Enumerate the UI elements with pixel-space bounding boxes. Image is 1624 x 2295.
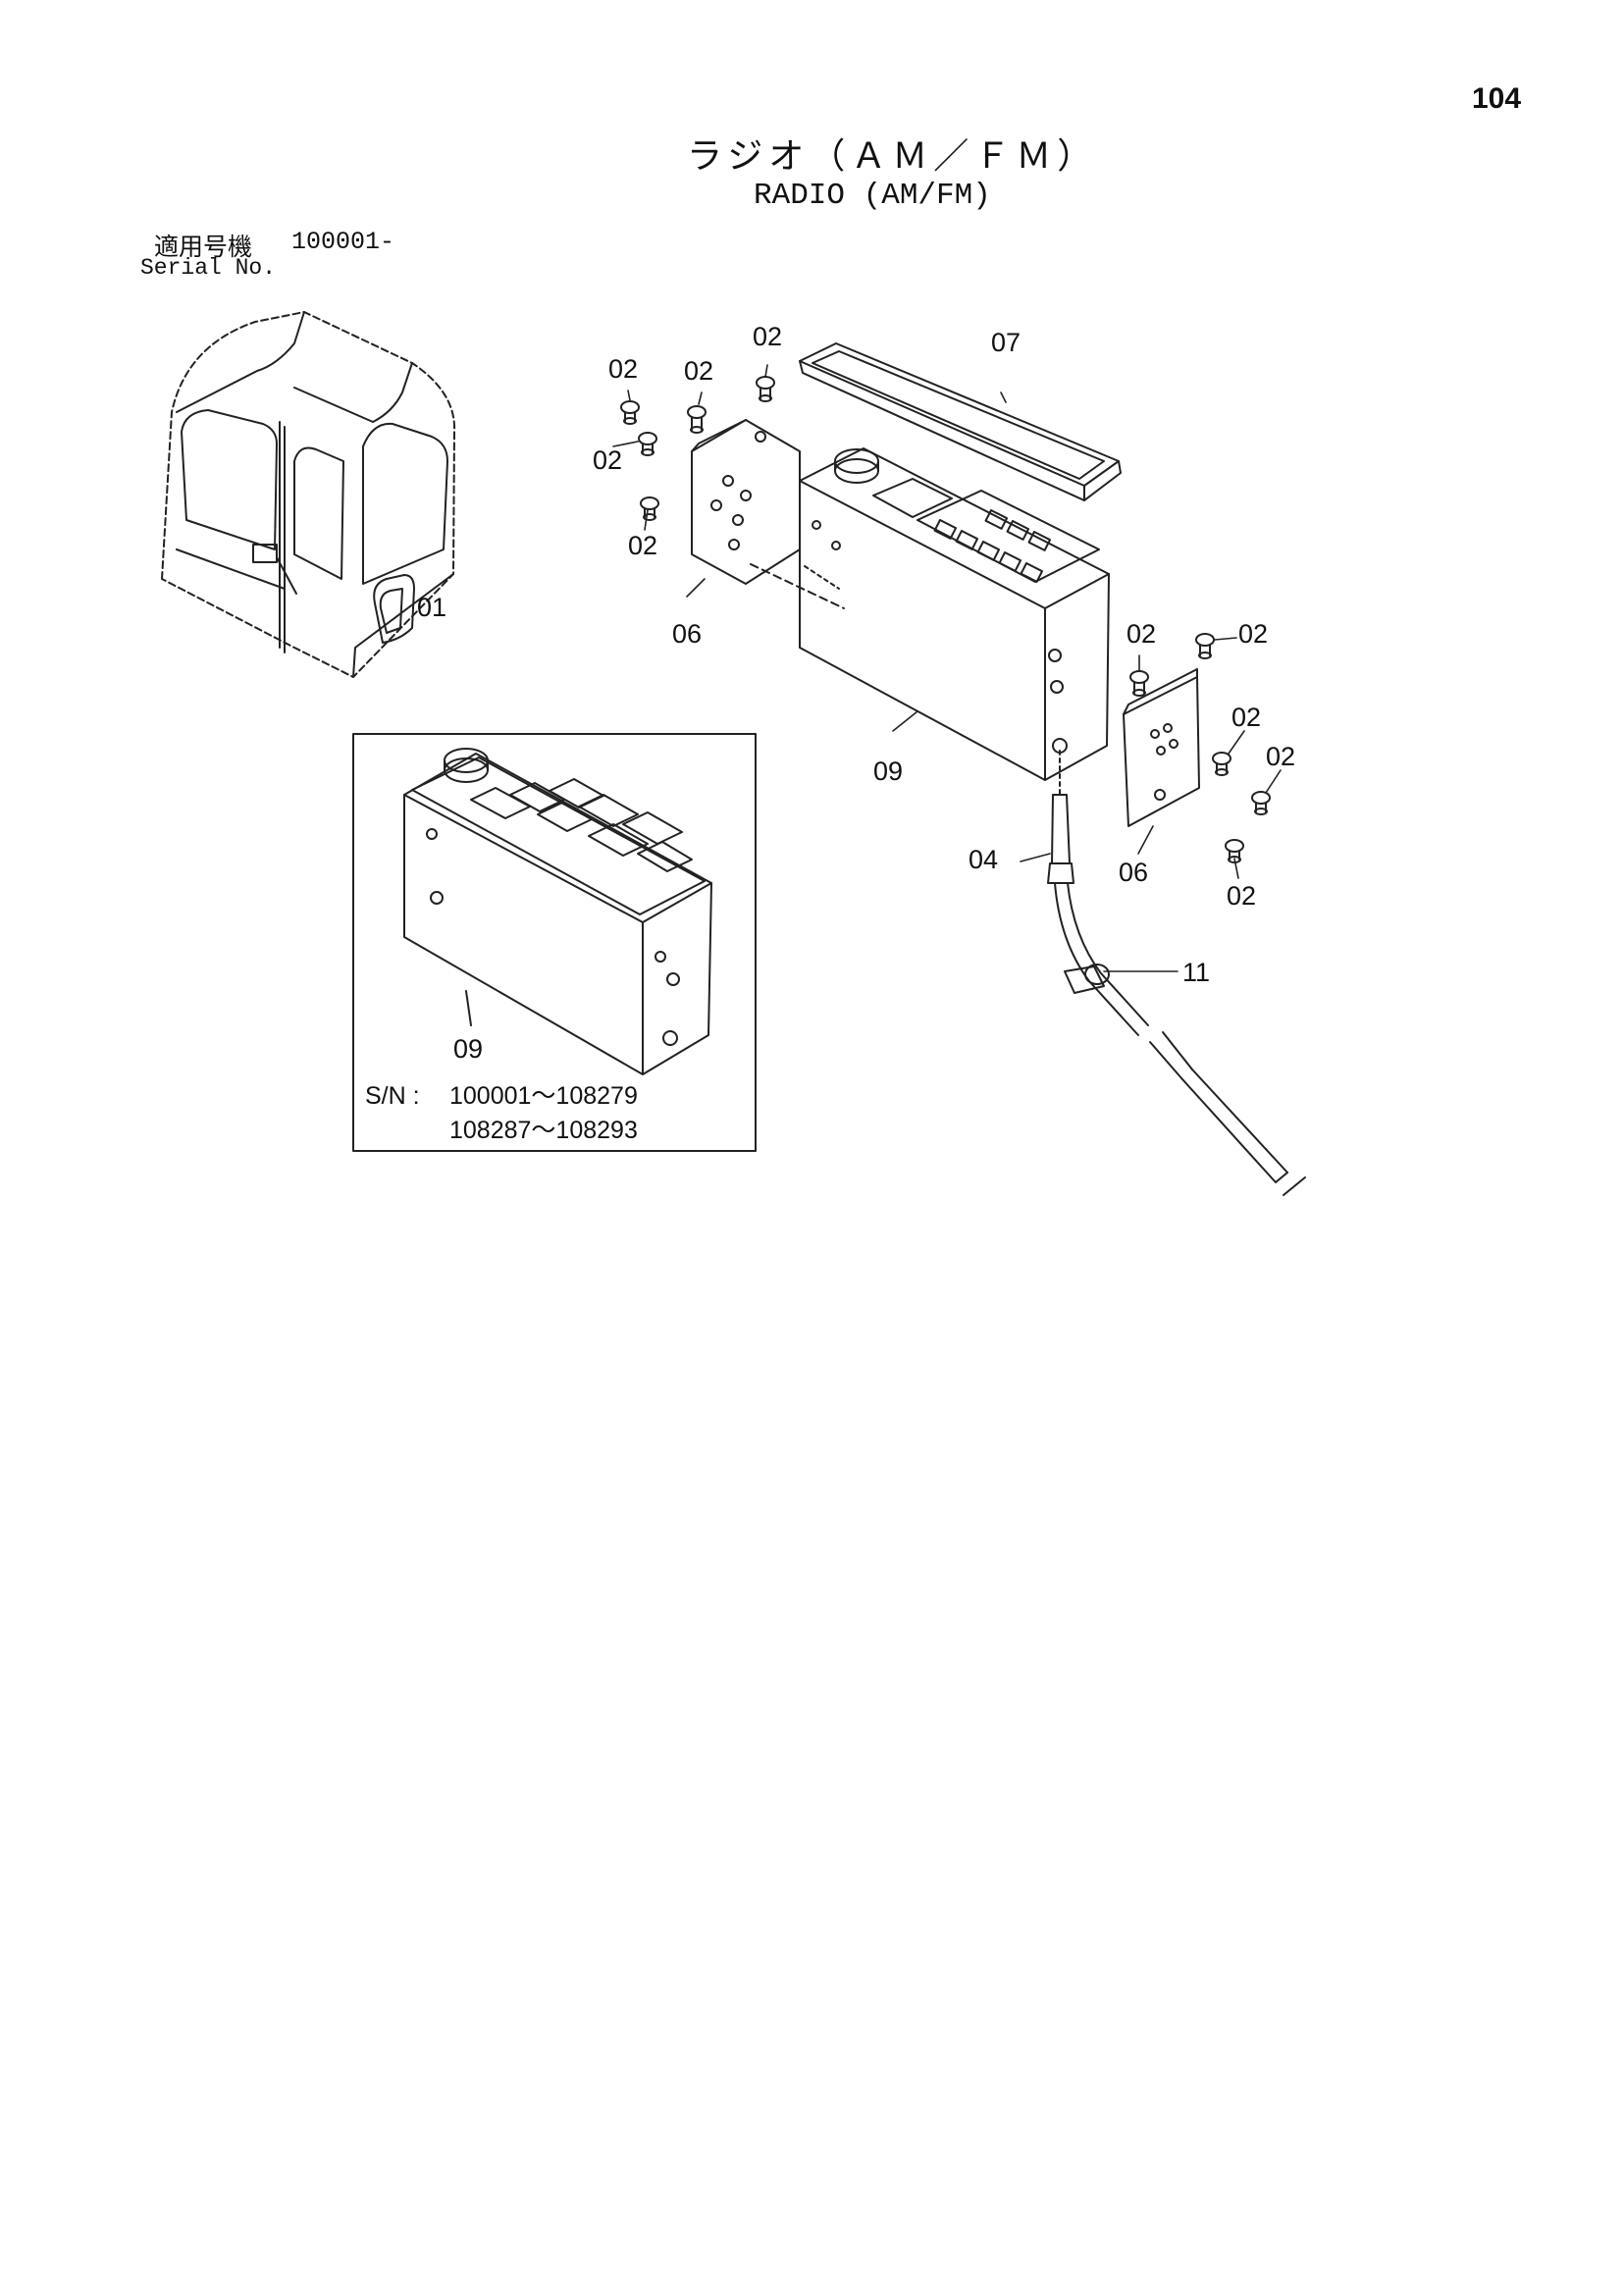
- label-02: 02: [1238, 619, 1268, 649]
- cab-illustration: 01: [161, 311, 456, 678]
- page-title-english: RADIO (AM/FM): [754, 179, 991, 213]
- part-06-bracket-left: [691, 419, 845, 609]
- label-02: 02: [684, 356, 713, 386]
- part-02-screws: [620, 376, 1271, 863]
- serial-number-value: 100001-: [291, 228, 395, 256]
- label-02: 02: [1227, 881, 1256, 911]
- inset-earlier-radio: 09 S/N : 100001～108279 108287～108293: [352, 733, 757, 1152]
- label-04: 04: [969, 845, 998, 874]
- part-labels: 02 02 02 02 02 07 06 09 02 02 02 02 02 0…: [593, 322, 1295, 987]
- label-11: 11: [1182, 958, 1210, 987]
- label-09: 09: [873, 756, 903, 786]
- label-06: 06: [1119, 858, 1148, 887]
- label-07: 07: [991, 328, 1021, 357]
- part-04-antenna-connector: [1047, 750, 1306, 1196]
- label-02: 02: [1266, 742, 1295, 771]
- serial-label-japanese: 適用号機: [154, 233, 253, 261]
- cab-marking: 01: [417, 593, 446, 622]
- label-06: 06: [672, 619, 702, 649]
- leader-lines: [612, 364, 1282, 972]
- page-number: 104: [1472, 82, 1522, 115]
- label-02: 02: [593, 445, 622, 475]
- part-09-radio-unit: [799, 447, 1110, 781]
- inset-sn-prefix: S/N :: [365, 1082, 420, 1110]
- radio-buttons: [933, 509, 1052, 583]
- label-02: 02: [1231, 703, 1261, 732]
- label-02: 02: [608, 354, 638, 384]
- label-02: 02: [1126, 619, 1156, 649]
- part-07-cover-tray: [799, 342, 1122, 501]
- inset-sn-range-1: 100001～108279: [449, 1082, 638, 1110]
- page-title-japanese: ラジオ（ＡＭ／ＦＭ）: [687, 136, 1099, 177]
- label-02: 02: [628, 531, 657, 560]
- inset-sn-range-2: 108287～108293: [449, 1117, 638, 1144]
- serial-label-english: Serial No.: [140, 255, 277, 281]
- part-06-bracket-right: [1123, 668, 1200, 827]
- part-11-cable-clamp: [1064, 964, 1110, 994]
- inset-label-09: 09: [453, 1034, 483, 1064]
- label-02: 02: [753, 322, 782, 351]
